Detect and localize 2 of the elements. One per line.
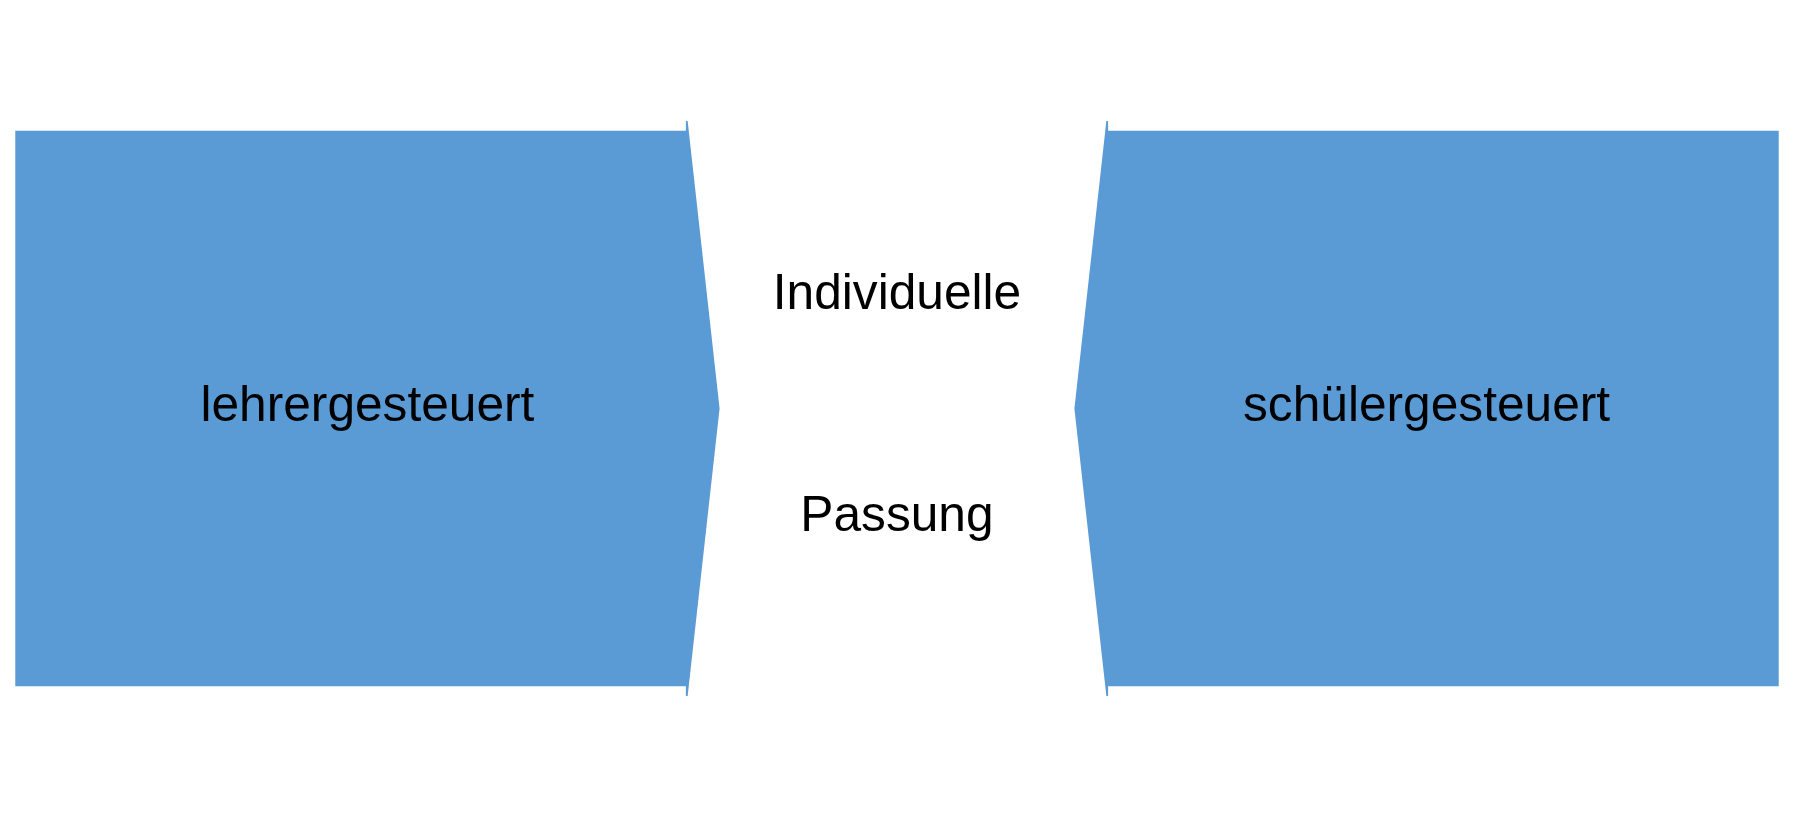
label: Individuelle	[772, 263, 1022, 320]
label: Passung	[800, 485, 994, 542]
